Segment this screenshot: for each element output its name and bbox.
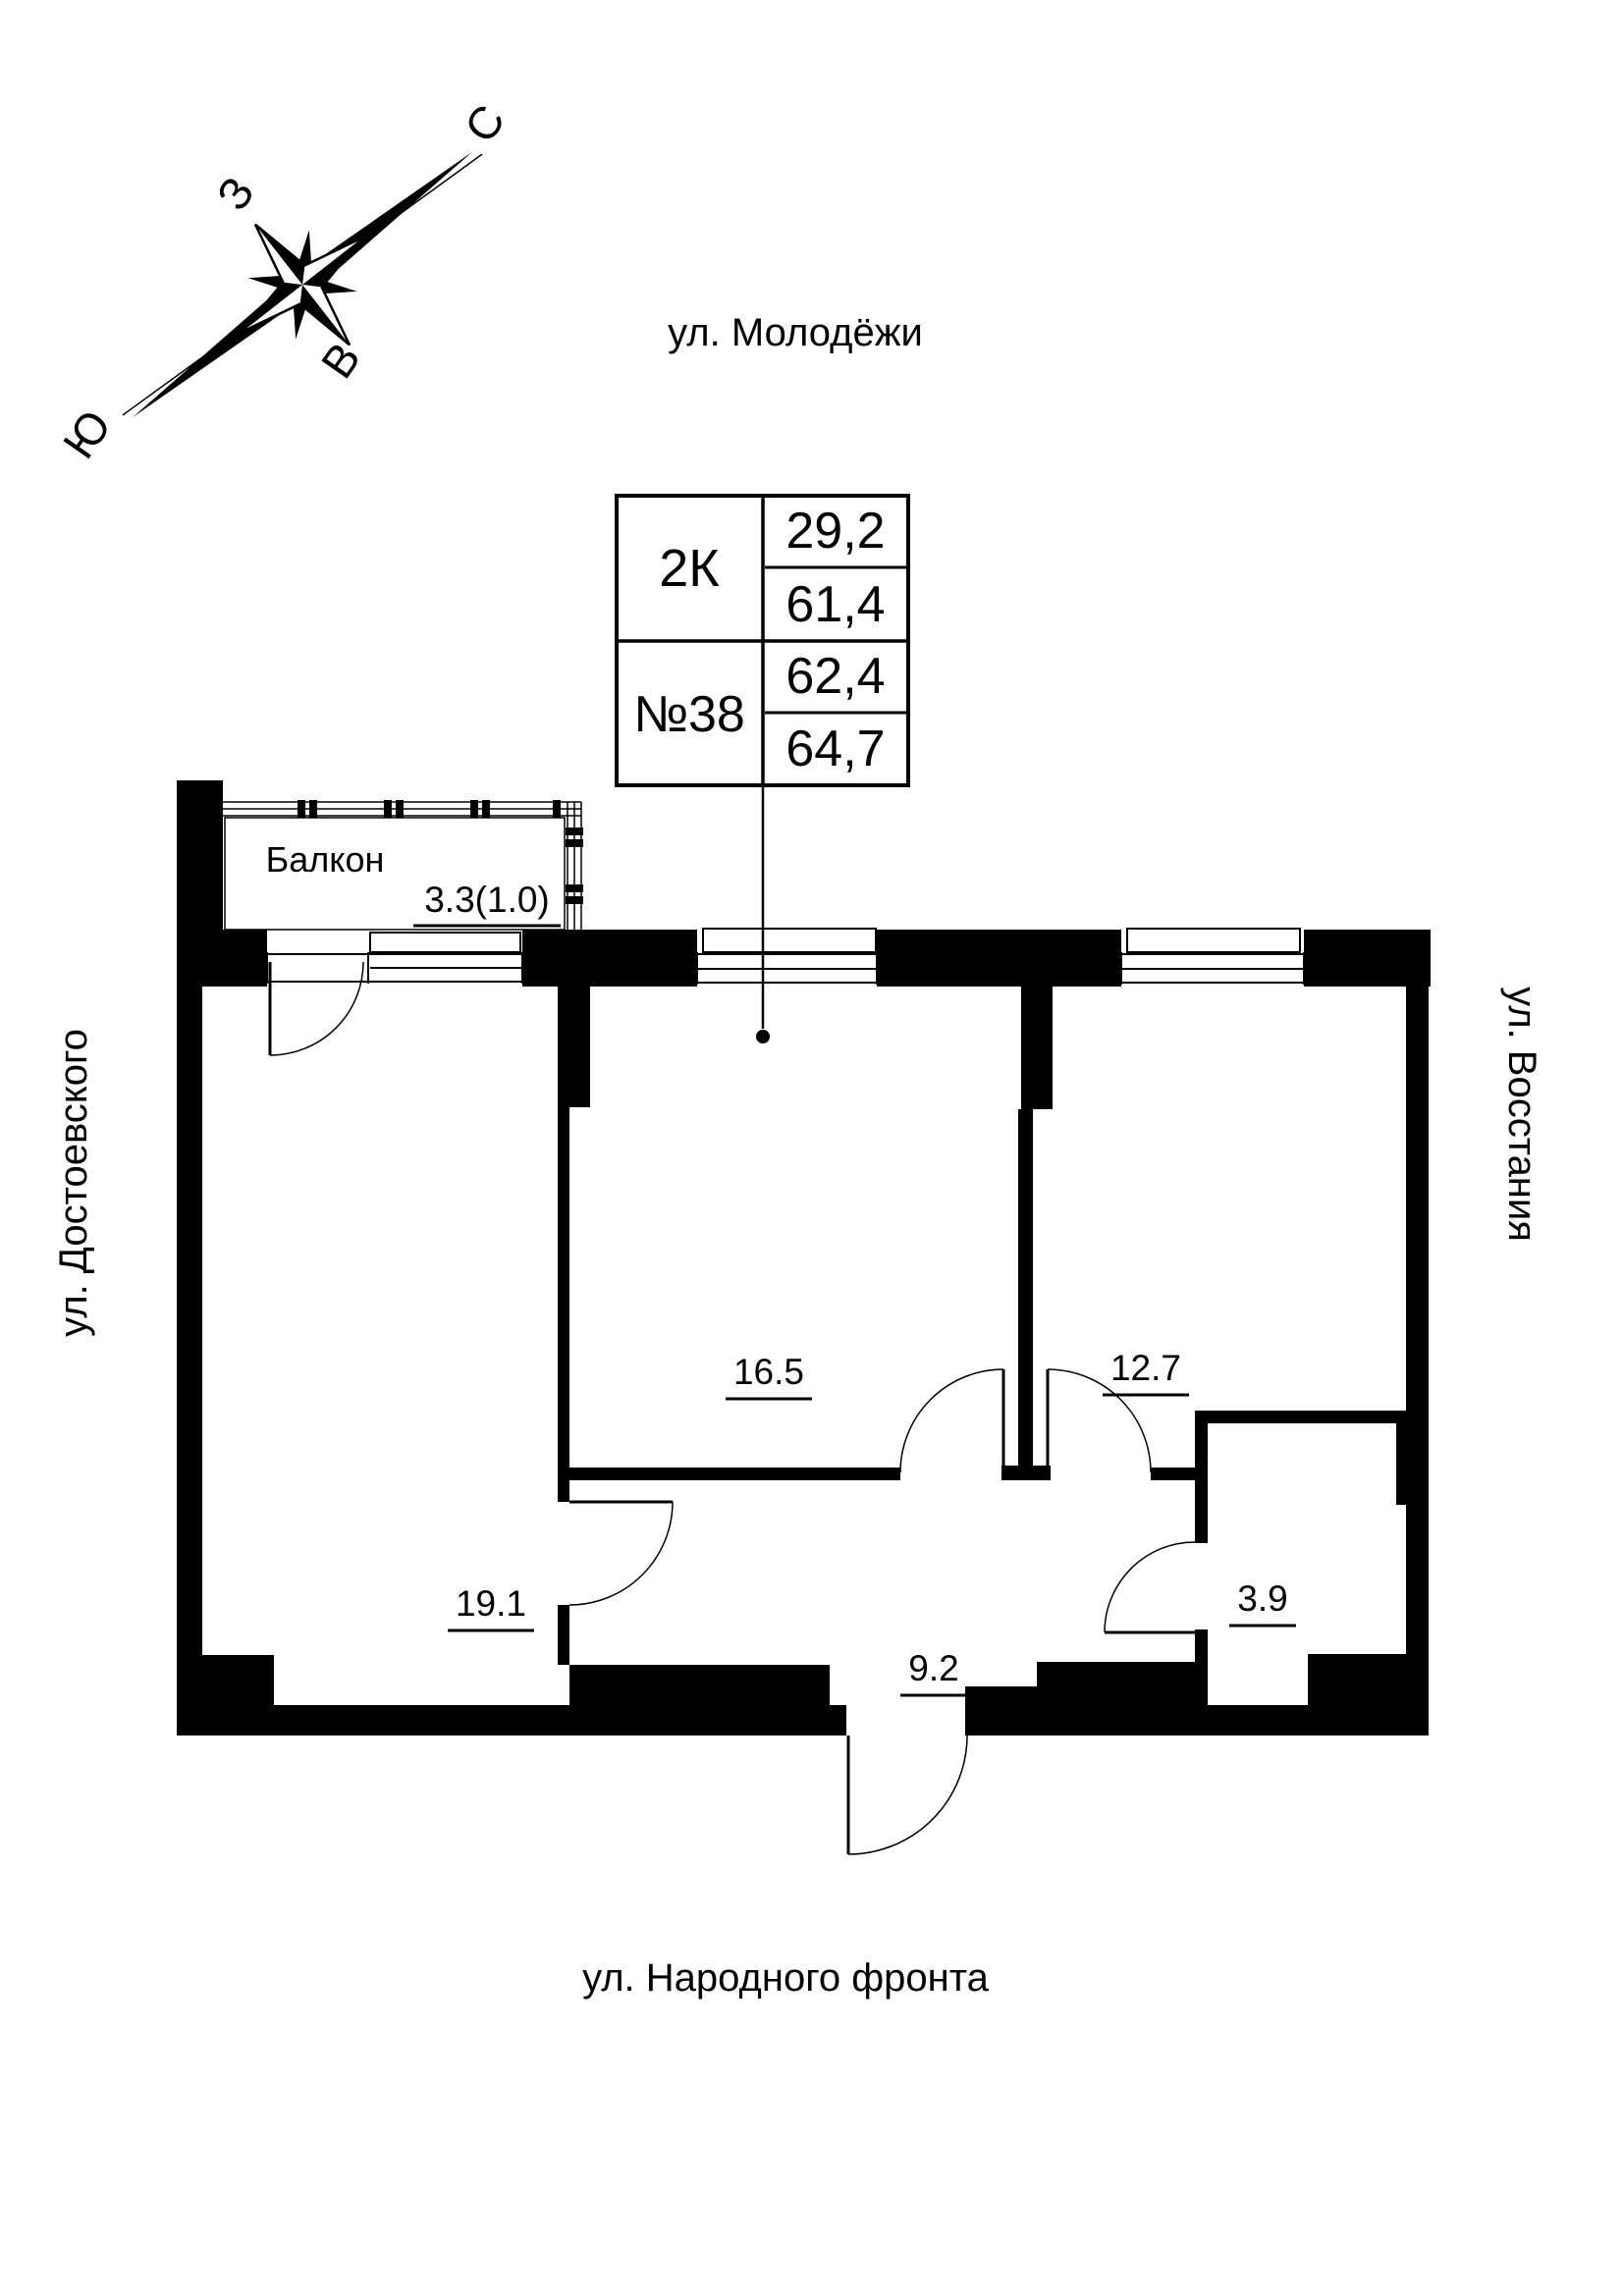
street-label-top: ул. Молодёжи bbox=[668, 311, 923, 354]
window-kitchen bbox=[1120, 928, 1305, 985]
balcony-area: 3.3(1.0) bbox=[424, 880, 550, 920]
balcony-label: Балкон bbox=[266, 839, 385, 880]
street-label-right: ул. Восстания bbox=[1500, 987, 1543, 1242]
window-bedroom bbox=[696, 928, 878, 985]
room-area-living: 19.1 bbox=[456, 1583, 526, 1624]
room-area-bathroom: 3.9 bbox=[1237, 1578, 1287, 1619]
area-reduced-balcony-value: 62,4 bbox=[785, 648, 885, 705]
door-bedroom bbox=[899, 1368, 1005, 1473]
interior-walls bbox=[558, 987, 1409, 1705]
room-labels: 19.1 16.5 12.7 9.2 3.9 Балкон 3.3(1.0) bbox=[266, 839, 1296, 1697]
room-area-bedroom: 16.5 bbox=[733, 1352, 804, 1392]
street-label-left: ул. Достоевского bbox=[52, 1029, 95, 1337]
door-living bbox=[568, 1500, 674, 1606]
living-area-value: 29,2 bbox=[785, 503, 885, 560]
leader-dot bbox=[756, 1030, 770, 1043]
compass-north-label: С bbox=[455, 95, 515, 151]
apartment-type: 2К bbox=[659, 539, 720, 598]
balcony-door-window bbox=[266, 932, 523, 984]
door-kitchen bbox=[1046, 1368, 1152, 1473]
street-label-bottom: ул. Народного фронта bbox=[582, 1956, 990, 2000]
compass-south-label: Ю bbox=[53, 400, 121, 467]
door-bathroom bbox=[1104, 1541, 1196, 1634]
compass-east-label: В bbox=[311, 334, 370, 388]
balcony-door bbox=[268, 961, 364, 1056]
entrance-door bbox=[846, 1735, 968, 1855]
compass-west-label: З bbox=[206, 168, 264, 220]
total-area-value: 64,7 bbox=[785, 721, 885, 777]
balcony-railing bbox=[223, 800, 583, 933]
room-area-kitchen: 12.7 bbox=[1110, 1348, 1181, 1388]
compass-rose: С З В Ю bbox=[53, 95, 515, 467]
apartment-number: №38 bbox=[633, 686, 745, 743]
compass-star-facets bbox=[242, 224, 363, 346]
apartment-info-table: 2К №38 29,2 61,4 62,4 64,7 bbox=[615, 494, 910, 1043]
outer-walls bbox=[177, 780, 1431, 1735]
room-area-hall: 9.2 bbox=[908, 1648, 958, 1688]
area-without-balcony-value: 61,4 bbox=[785, 576, 885, 633]
